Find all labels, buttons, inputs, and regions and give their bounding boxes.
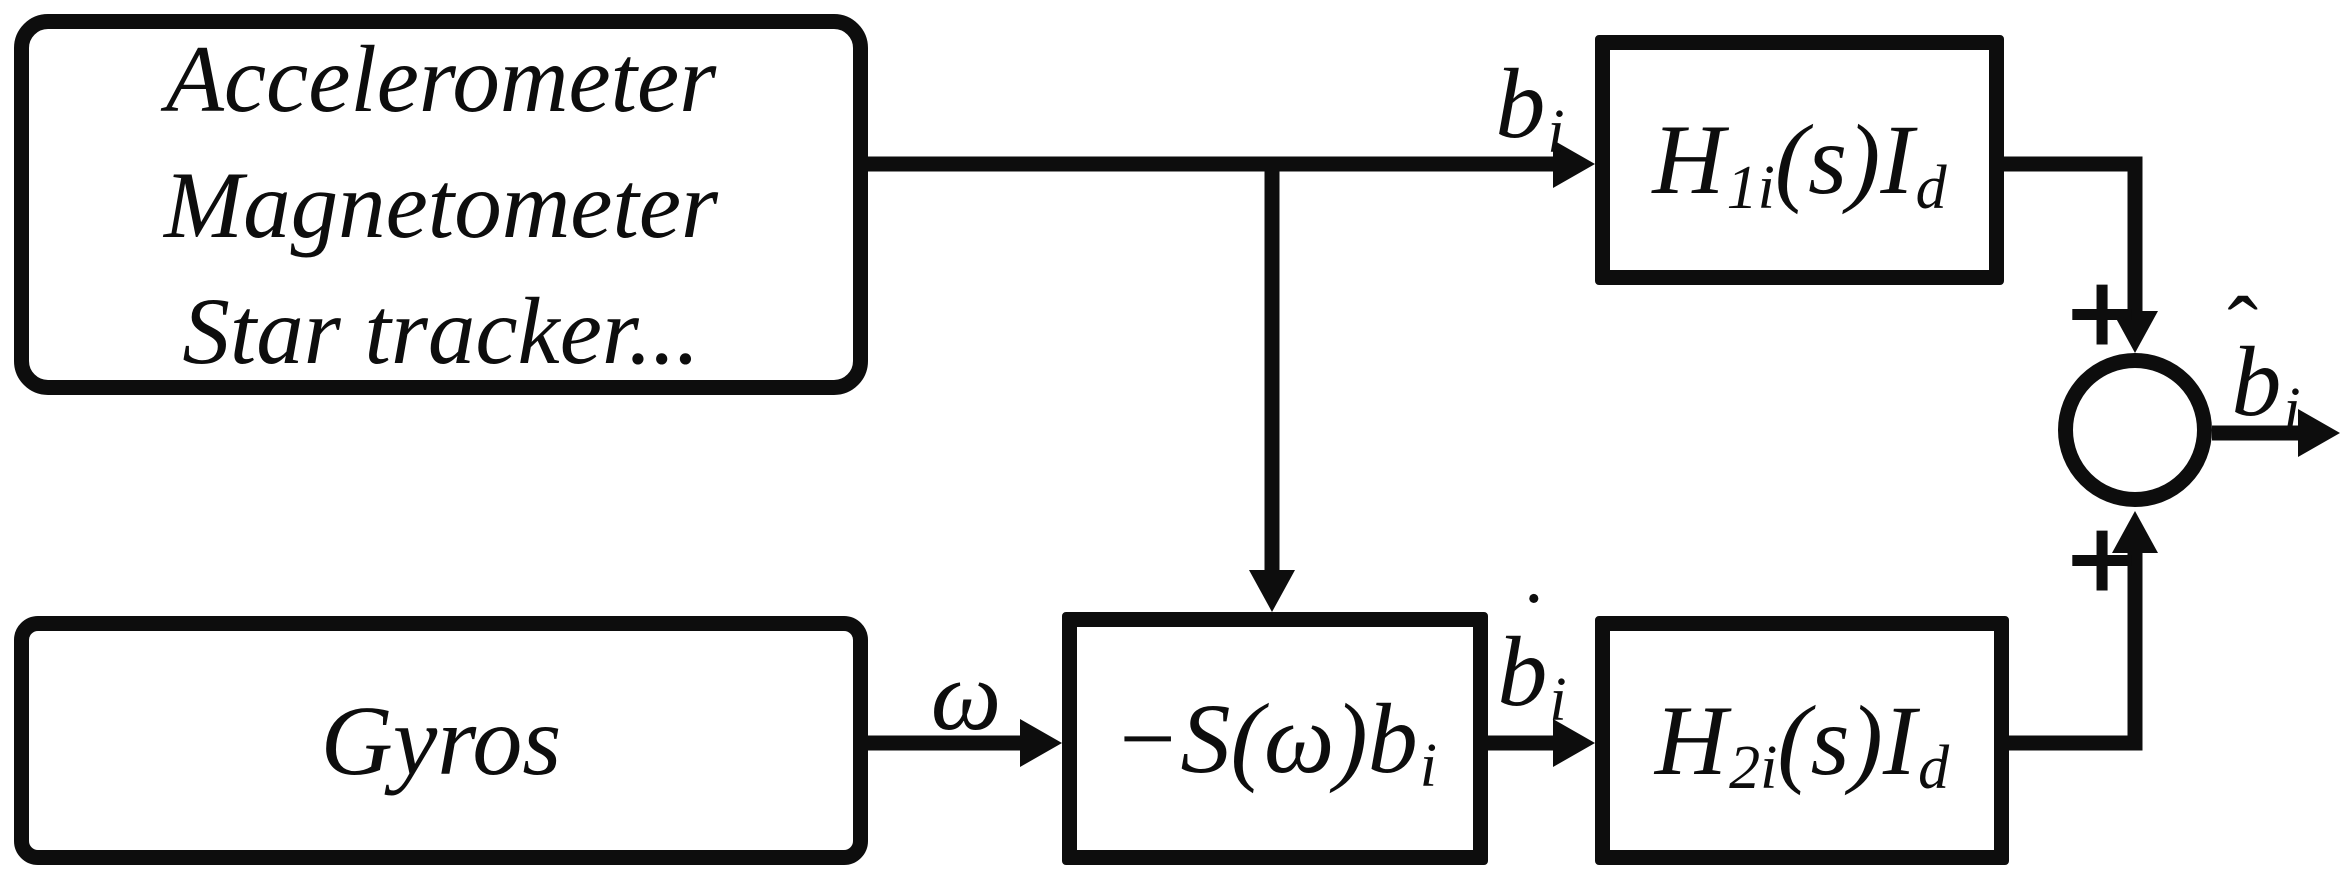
arrowhead-into-skew-top [1249,570,1295,612]
h1-identity: I [1880,104,1914,215]
h2-identity-subscript: d [1918,734,1950,803]
skew-symmetric-box: −S(ω)bi [1062,612,1488,865]
connector-h2-to-sum [2009,553,2143,751]
h2-base: H [1654,684,1728,796]
arrowhead-into-h1 [1553,140,1595,188]
skew-main: −S(ω)b [1113,682,1418,794]
bi-subscript: i [1547,97,1565,166]
bdot-subscript: i [1549,665,1567,734]
h1-filter-label: H1i(s)Id [1652,101,1947,222]
skew-subscript: i [1419,732,1437,801]
bhat-base: b [2231,326,2282,437]
sensor-line-magnetometer: Magnetometer [164,151,718,258]
h2-filter-label: H2i(s)Id [1654,682,1950,803]
omega-symbol: ω [930,640,1002,751]
arrowhead-into-h2 [1553,719,1595,767]
h1-subscript: 1i [1726,153,1775,222]
signal-label-omega: ω [931,637,1002,755]
summing-junction-circle [2058,353,2212,507]
sensor-measurement-box: Accelerometer Magnetometer Star tracker.… [14,14,868,395]
gyros-label: Gyros [320,684,562,796]
dot-accent-mark: ˙ [1519,574,1549,670]
bhat-subscript: i [2283,375,2301,444]
arrowhead-into-skew-left [1020,719,1062,767]
h2-mid: (s) [1777,684,1883,796]
h2-identity: I [1882,684,1917,796]
signal-label-bi: bi [1495,45,1565,166]
plus-sign-bottom: + [2062,503,2142,614]
bi-base: b [1495,48,1546,159]
hat-accent-mark: ˆ [2227,278,2259,380]
h1-mid: (s) [1774,104,1881,215]
h1-base: H [1652,104,1725,215]
arrowhead-into-sum-top [2112,311,2158,353]
h2-filter-box: H2i(s)Id [1595,616,2009,865]
skew-symmetric-label: −S(ω)bi [1113,680,1437,801]
bdot-base: b [1497,616,1548,727]
arrowhead-into-sum-bottom [2112,511,2158,553]
signal-label-bdot: ˙bi [1497,579,1567,734]
bdot-accent-wrap: ˙b [1497,579,1548,731]
h1-identity-subscript: d [1915,153,1947,222]
sensor-line-star-tracker: Star tracker... [182,277,700,384]
h2-subscript: 2i [1729,734,1778,803]
gyros-box: Gyros [14,616,868,865]
arrowhead-output [2298,409,2340,457]
h1-filter-box: H1i(s)Id [1595,35,2004,285]
connector-h1-to-sum [2004,156,2143,315]
plus-sign-top: + [2062,257,2142,368]
sensor-line-accelerometer: Accelerometer [165,25,717,132]
